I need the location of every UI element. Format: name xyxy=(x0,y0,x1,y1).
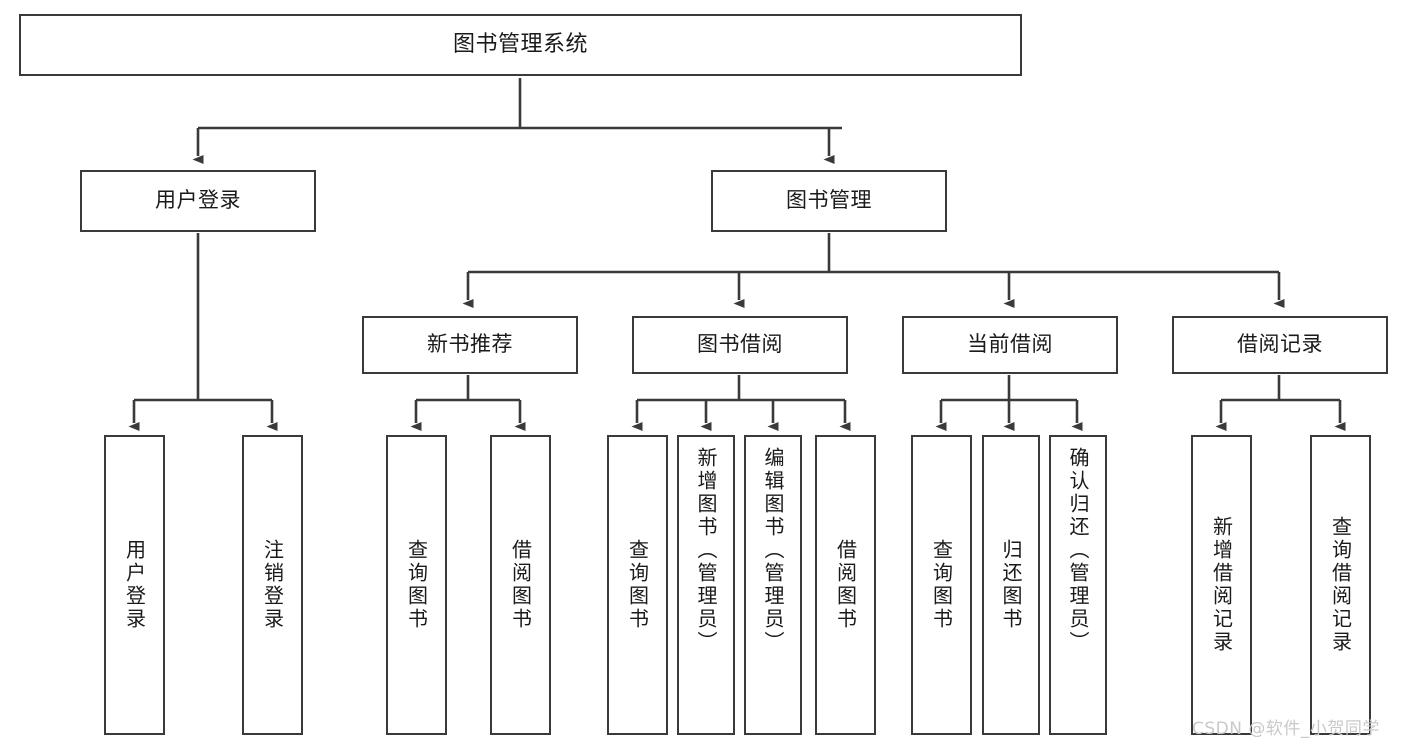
node-label: 新书推荐 xyxy=(427,332,513,357)
leaf-query-book-borrow[interactable]: 查询图书 xyxy=(607,435,668,735)
node-new-book-recommend[interactable]: 新书推荐 xyxy=(362,316,578,374)
node-label: 归还图书 xyxy=(999,539,1023,631)
node-label: 注销登录 xyxy=(260,539,285,631)
leaf-edit-book-admin[interactable]: 编辑图书（管理员） xyxy=(744,435,802,735)
node-user-login[interactable]: 用户登录 xyxy=(80,170,316,232)
leaf-query-book-current[interactable]: 查询图书 xyxy=(911,435,972,735)
leaf-logout[interactable]: 注销登录 xyxy=(242,435,303,735)
node-label: 新增借阅记录 xyxy=(1209,516,1234,654)
leaf-query-borrow-record[interactable]: 查询借阅记录 xyxy=(1310,435,1371,735)
node-label: 借阅图书 xyxy=(833,539,858,631)
leaf-add-borrow-record[interactable]: 新增借阅记录 xyxy=(1191,435,1252,735)
node-label: 借阅记录 xyxy=(1237,332,1323,357)
node-label: 编辑图书（管理员） xyxy=(761,447,785,654)
leaf-query-book-new[interactable]: 查询图书 xyxy=(386,435,447,735)
node-label: 图书管理 xyxy=(786,188,872,213)
leaf-borrow-book[interactable]: 借阅图书 xyxy=(815,435,876,735)
leaf-add-book-admin[interactable]: 新增图书（管理员） xyxy=(677,435,735,735)
node-label: 查询借阅记录 xyxy=(1328,516,1353,654)
node-label: 查询图书 xyxy=(404,539,429,631)
node-label: 新增图书（管理员） xyxy=(694,447,718,654)
watermark-text: CSDN @软件_小贺同学 xyxy=(1192,719,1380,739)
node-book-management[interactable]: 图书管理 xyxy=(711,170,947,232)
leaf-user-login[interactable]: 用户登录 xyxy=(104,435,165,735)
node-label: 图书借阅 xyxy=(697,332,783,357)
node-label: 用户登录 xyxy=(122,539,147,631)
node-label: 查询图书 xyxy=(929,539,954,631)
node-label: 用户登录 xyxy=(155,188,241,213)
leaf-borrow-book-new[interactable]: 借阅图书 xyxy=(490,435,551,735)
node-root[interactable]: 图书管理系统 xyxy=(19,14,1022,76)
node-label: 查询图书 xyxy=(625,539,650,631)
node-label: 确认归还（管理员） xyxy=(1066,447,1090,654)
node-borrow-records[interactable]: 借阅记录 xyxy=(1172,316,1388,374)
leaf-confirm-return-admin[interactable]: 确认归还（管理员） xyxy=(1049,435,1107,735)
leaf-return-book[interactable]: 归还图书 xyxy=(982,435,1040,735)
node-book-borrow[interactable]: 图书借阅 xyxy=(632,316,848,374)
node-label: 借阅图书 xyxy=(508,539,533,631)
node-current-borrow[interactable]: 当前借阅 xyxy=(902,316,1118,374)
node-label: 当前借阅 xyxy=(967,332,1053,357)
node-label: 图书管理系统 xyxy=(452,31,588,57)
